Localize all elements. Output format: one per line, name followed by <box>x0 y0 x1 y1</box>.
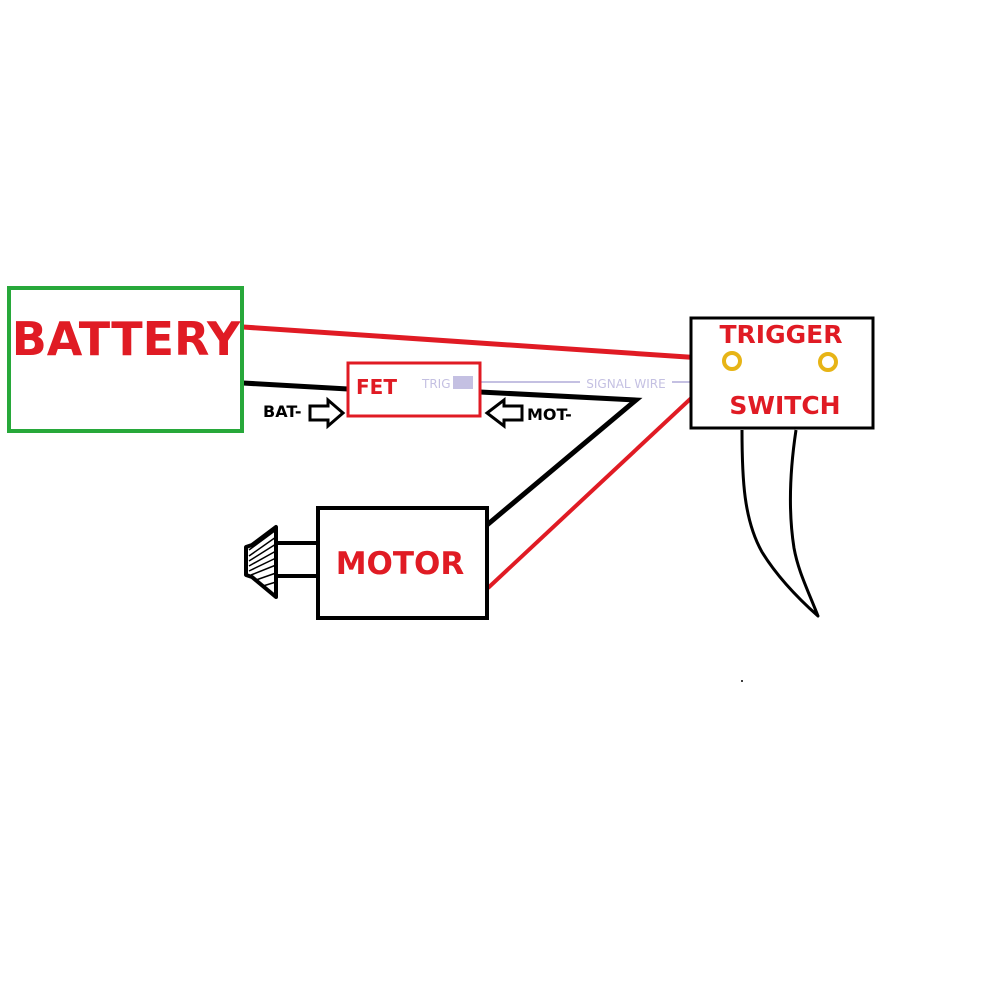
trigger-switch-label-line1: TRIGGER <box>720 320 843 349</box>
trigger-terminal-left <box>722 351 742 371</box>
motor-pinion-gear-icon <box>244 525 320 599</box>
bat-neg-label: BAT- <box>263 402 302 421</box>
fet-trig-pad <box>453 376 473 389</box>
mot-neg-arrow-icon <box>484 396 524 430</box>
trigger-switch-box <box>689 316 875 430</box>
fet-box <box>346 361 482 418</box>
stray-dot <box>741 680 743 682</box>
fet-label: FET <box>356 375 397 399</box>
motor-label: MOTOR <box>336 546 465 582</box>
fet-trig-label: TRIG <box>421 377 451 391</box>
battery-negative-wire <box>242 380 349 392</box>
trigger-terminal-right <box>818 352 838 372</box>
bat-neg-arrow-icon <box>308 396 346 430</box>
battery-positive-wire <box>242 324 733 363</box>
trigger-switch-label-line2: SWITCH <box>729 391 840 420</box>
battery-label: BATTERY <box>12 312 241 366</box>
trigger-lever-icon <box>740 429 820 618</box>
mot-neg-label: MOT- <box>527 405 572 424</box>
battery-box <box>7 286 244 433</box>
motor-negative-wire <box>479 389 643 527</box>
signal-wire-label: SIGNAL WIRE <box>586 377 665 391</box>
